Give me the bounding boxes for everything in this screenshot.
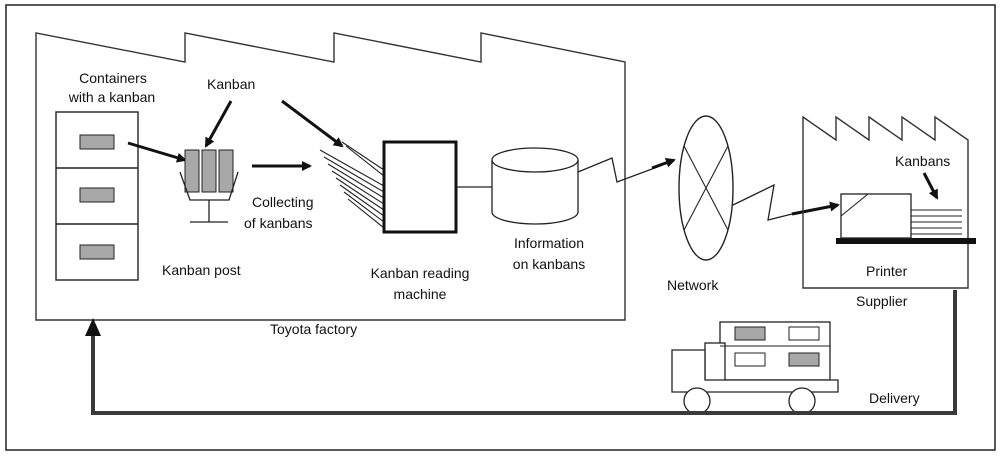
network-label: Network <box>667 277 719 293</box>
delivery-return-path <box>91 290 957 415</box>
printer-label: Printer <box>866 263 908 279</box>
reading-machine-label-line1: Kanban reading <box>370 265 470 281</box>
container-stack <box>55 111 139 281</box>
arrow-container-to-post <box>127 141 187 163</box>
arrow-kanban-to-reader <box>281 99 344 148</box>
collecting-label-line1: Collecting <box>252 194 314 210</box>
supplier-label: Supplier <box>856 293 908 309</box>
container-kanban-2 <box>79 187 115 203</box>
arrow-kanbans-to-printer <box>922 172 939 200</box>
collecting-label-line2: of kanbans <box>244 215 313 231</box>
delivery-truck <box>671 321 839 415</box>
supplier-building <box>802 115 969 289</box>
kanban-reading-machine <box>319 140 458 234</box>
delivery-label: Delivery <box>869 390 920 406</box>
kanbans-label: Kanbans <box>895 153 951 169</box>
database-cylinder <box>491 147 579 225</box>
toyota-factory-building <box>35 32 626 321</box>
containers-label-line2: with a kanban <box>68 89 156 105</box>
kanban-post <box>179 149 239 223</box>
container-kanban-3 <box>79 244 115 260</box>
network-node <box>678 115 734 261</box>
information-label-line1: Information <box>513 235 585 251</box>
link-network-to-printer <box>732 183 801 221</box>
reading-machine-label-line2: machine <box>393 286 447 302</box>
link-database-to-network <box>577 157 661 183</box>
outer-frame <box>5 4 996 451</box>
arrow-kanban-to-post <box>204 100 233 148</box>
kanban-label: Kanban <box>207 76 256 92</box>
arrow-into-printer <box>791 201 840 216</box>
toyota-factory-label: Toyota factory <box>270 321 358 337</box>
kanban-post-label: Kanban post <box>162 262 241 278</box>
information-label-line2: on kanbans <box>512 256 586 272</box>
printer <box>836 193 976 244</box>
containers-label-line1: Containers <box>79 70 147 86</box>
container-kanban-1 <box>79 134 115 150</box>
delivery-arrowhead <box>85 318 101 336</box>
arrow-into-network <box>651 158 676 170</box>
